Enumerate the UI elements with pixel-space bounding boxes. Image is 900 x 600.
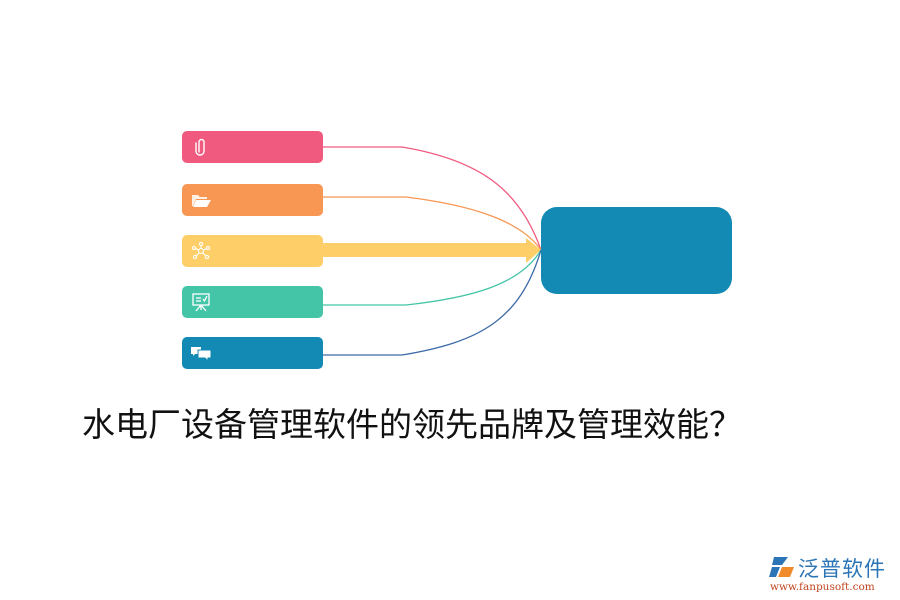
fanpu-logo-icon	[768, 555, 796, 579]
folder-open-icon	[190, 190, 212, 210]
brand-name: 泛普软件	[798, 557, 886, 581]
node-paperclip[interactable]	[182, 131, 323, 163]
diagram-title: 水电厂设备管理软件的领先品牌及管理效能？	[82, 405, 742, 444]
brand-watermark: 泛普软件 www.fanpusoft.com	[768, 553, 896, 597]
chat-bubbles-icon	[190, 343, 212, 363]
paperclip-icon	[190, 137, 212, 157]
node-folder[interactable]	[182, 184, 323, 216]
presentation-board-icon	[190, 292, 212, 312]
node-chat[interactable]	[182, 337, 323, 369]
network-icon	[190, 241, 212, 261]
node-network[interactable]	[182, 235, 323, 267]
brand-url: www.fanpusoft.com	[770, 581, 875, 593]
node-presentation[interactable]	[182, 286, 323, 318]
central-hub-node[interactable]	[541, 207, 732, 294]
